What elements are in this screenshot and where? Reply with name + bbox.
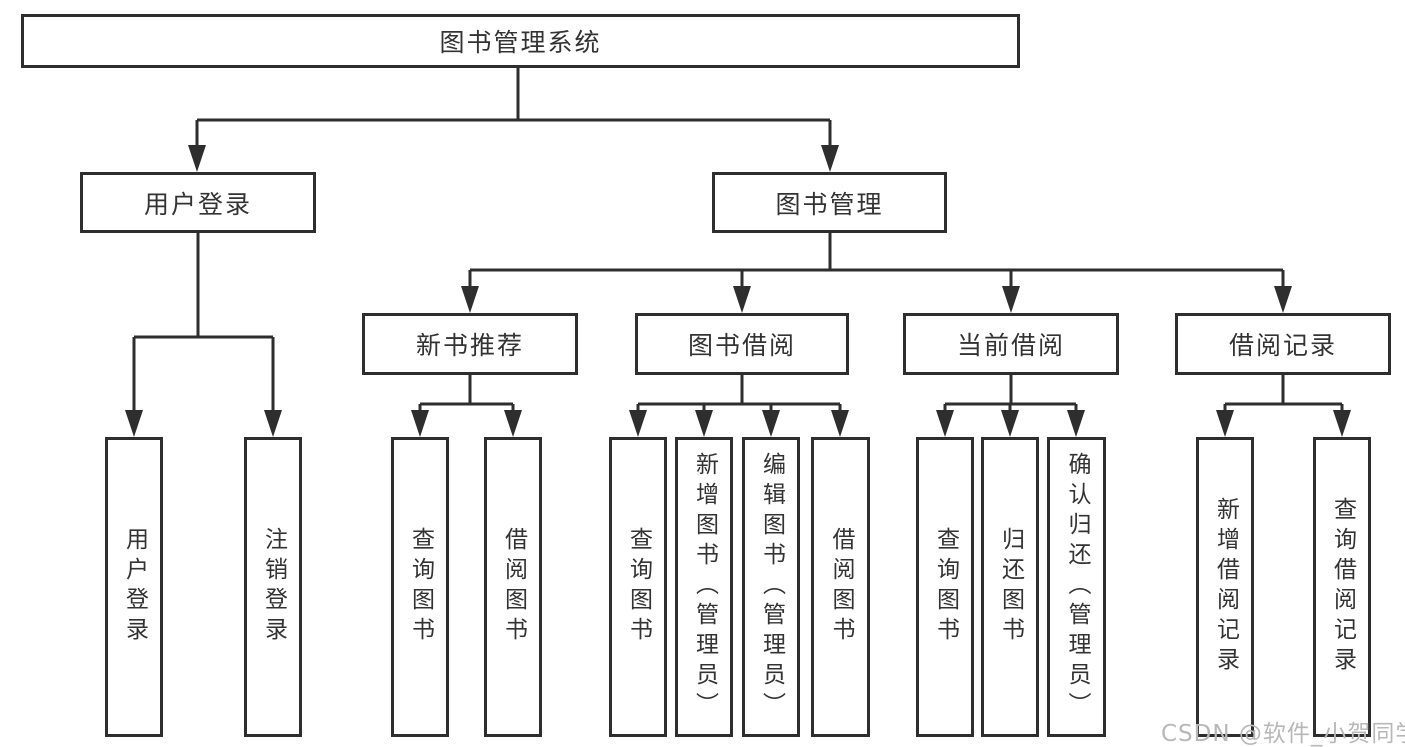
leaf-add-borrow-record: 新增借阅记录 [1196, 437, 1254, 737]
leaf-query-books-borrowing: 查询图书 [609, 437, 667, 737]
node-book-borrowing: 图书借阅 [635, 313, 849, 375]
leaf-query-books-current: 查询图书 [916, 437, 974, 737]
node-new-book-recommend: 新书推荐 [362, 313, 578, 375]
node-current-borrowing: 当前借阅 [903, 313, 1119, 375]
leaf-logout-login: 注销登录 [244, 437, 302, 737]
leaf-borrow-books-recommend: 借阅图书 [484, 437, 542, 737]
leaf-user-login: 用户登录 [105, 437, 163, 737]
node-book-management: 图书管理 [712, 172, 947, 233]
node-root-library-management-system: 图书管理系统 [21, 14, 1020, 68]
leaf-edit-book-admin: 编辑图书（管理员） [742, 437, 800, 737]
leaf-confirm-return-admin: 确认归还（管理员） [1047, 437, 1106, 737]
node-borrowing-records: 借阅记录 [1175, 313, 1391, 375]
node-user-login: 用户登录 [80, 172, 316, 233]
leaf-query-books-recommend: 查询图书 [391, 437, 449, 737]
leaf-query-borrow-record: 查询借阅记录 [1313, 437, 1371, 737]
leaf-borrow-books-borrowing: 借阅图书 [811, 437, 870, 737]
leaf-return-book: 归还图书 [981, 437, 1039, 737]
leaf-add-book-admin: 新增图书（管理员） [675, 437, 733, 737]
csdn-watermark: CSDN @软件_小贺同学 [1161, 721, 1405, 747]
